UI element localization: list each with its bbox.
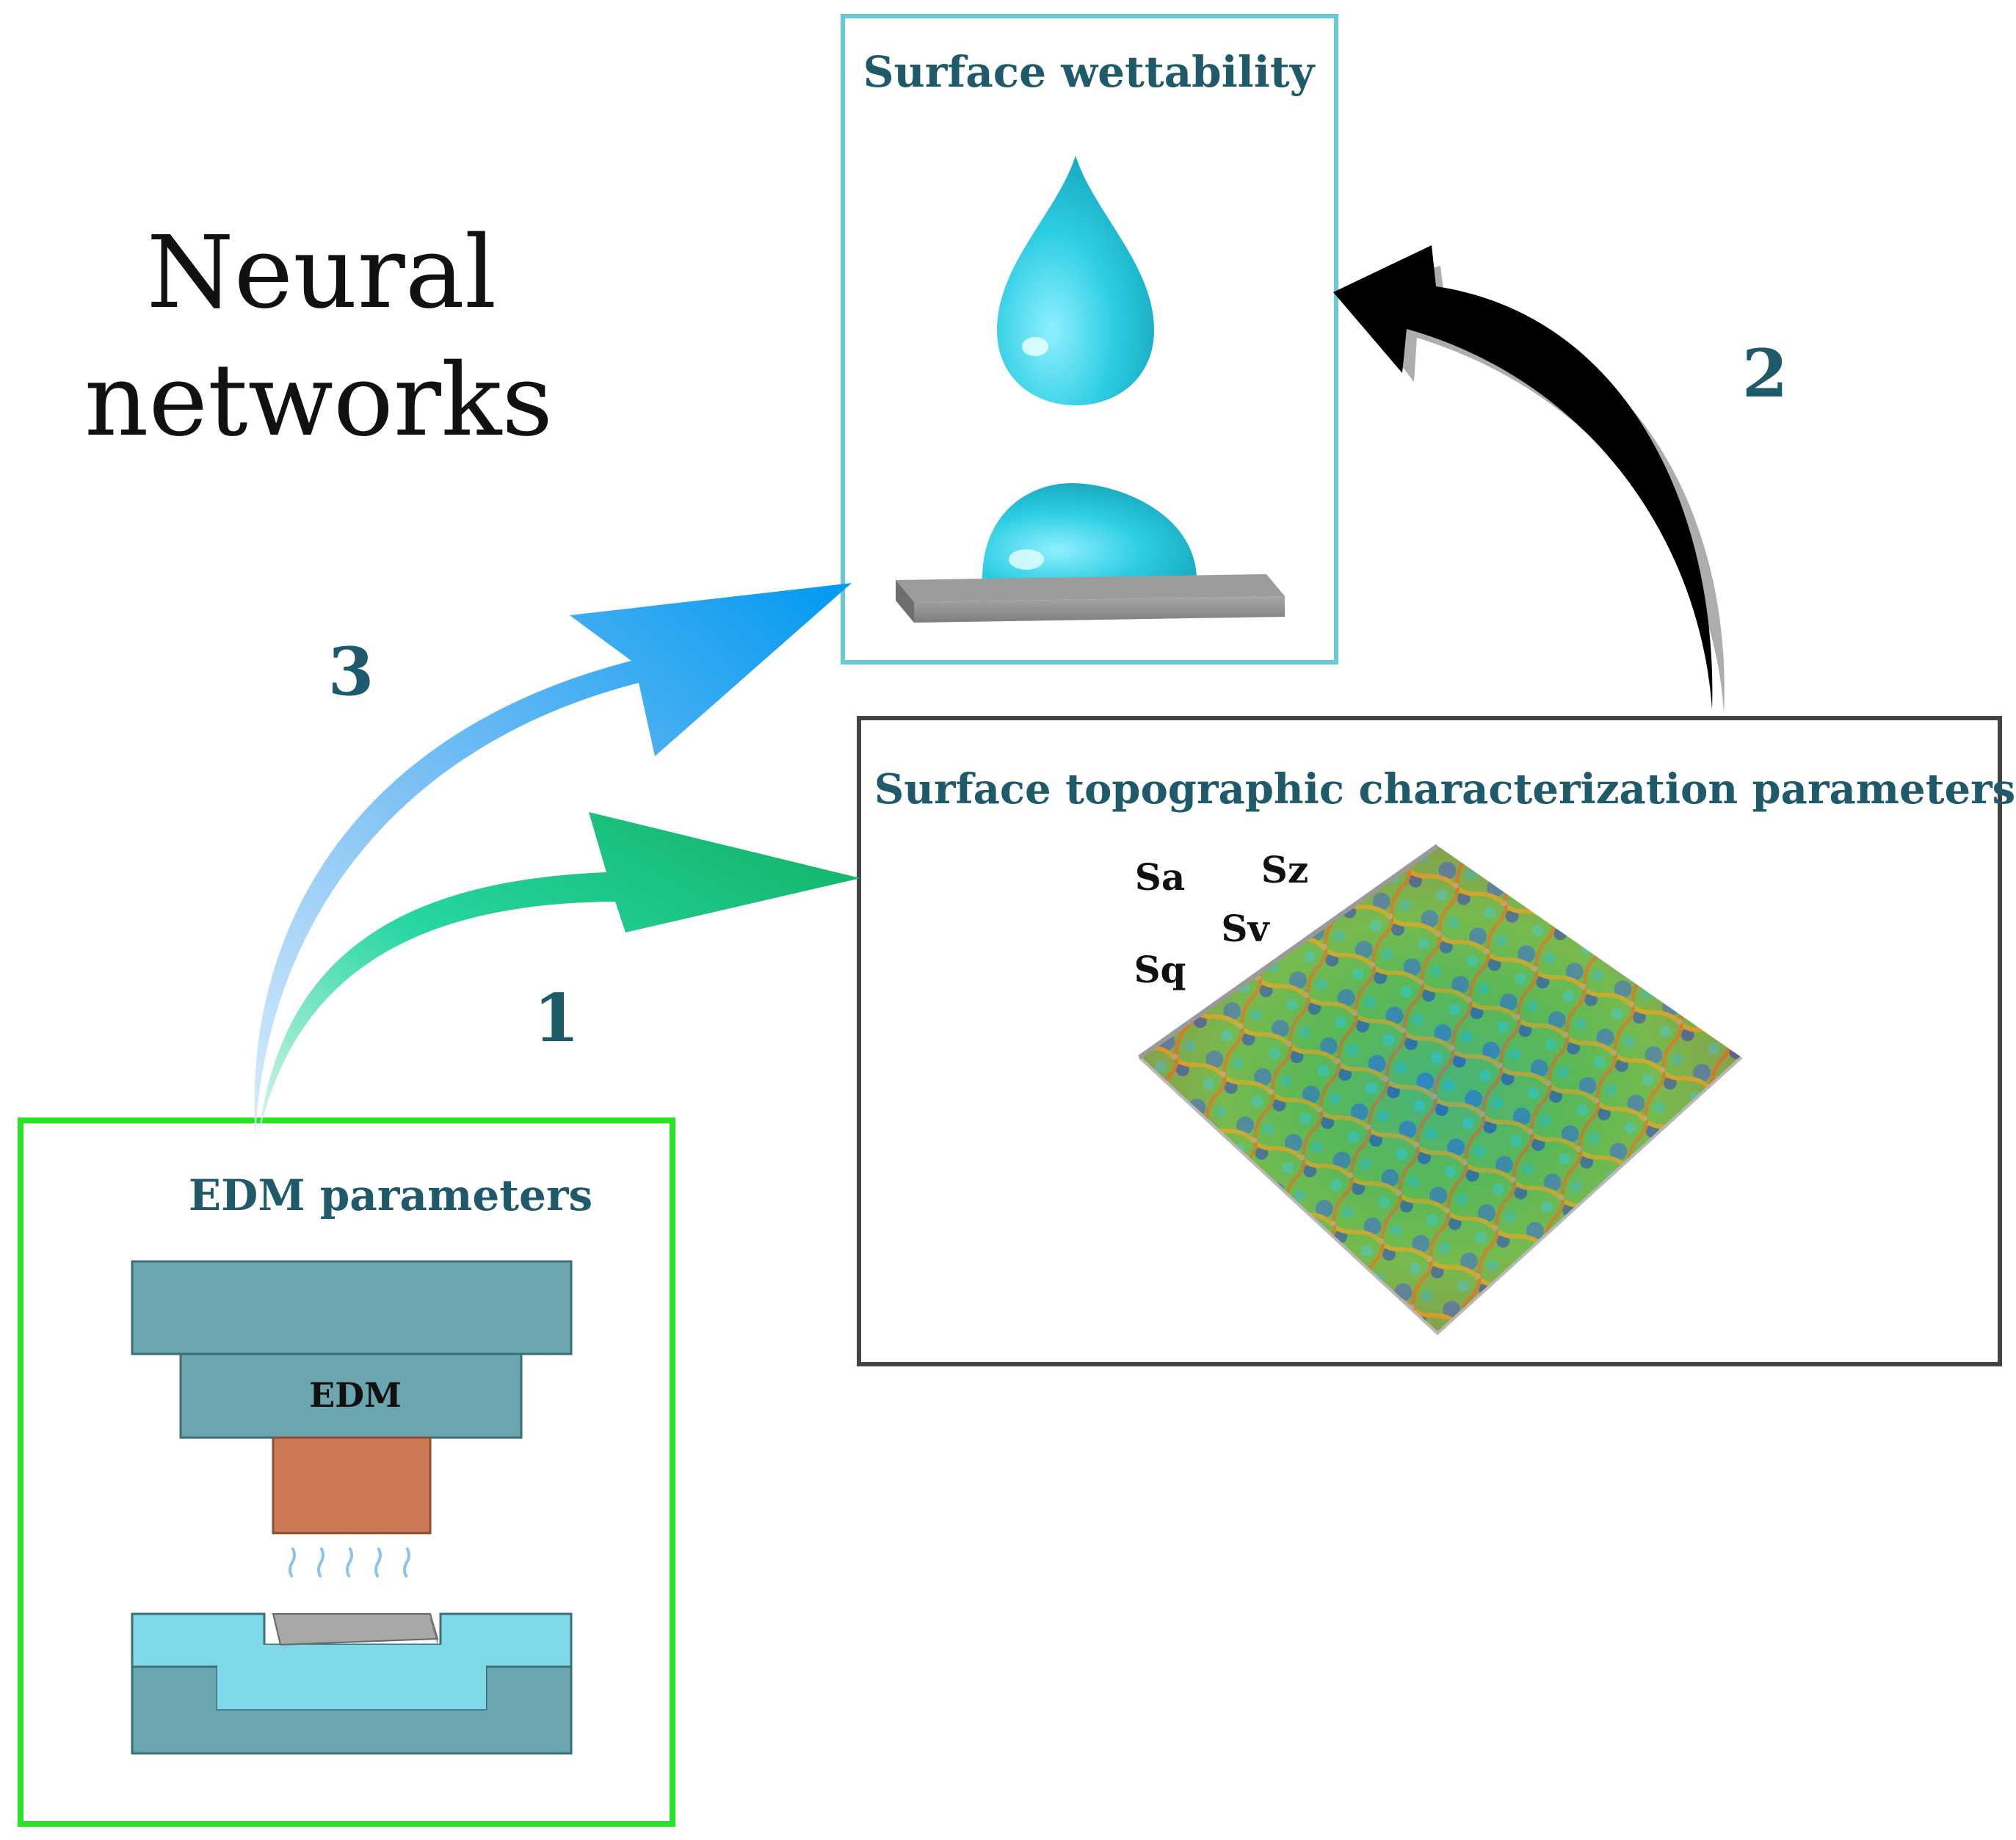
edm-machine-body [179,1352,523,1439]
arrow-2 [1333,245,1713,709]
param-sz: Sz [1261,848,1309,891]
substrate-plate-front [896,580,914,623]
surface-map-axis [1138,1056,1743,1336]
arrow-1 [258,812,860,1137]
edm-dielectric-pool [217,1645,486,1709]
sessile-droplet-highlight [1009,549,1044,570]
arrow-1-label: 1 [534,979,580,1057]
edm-machine-head [131,1260,573,1355]
edm-workpiece-side [430,1614,438,1645]
substrate-plate-top [896,574,1285,602]
substrate-plate-side [914,596,1285,623]
arrow-2-label: 2 [1742,335,1788,413]
surface-map-shading [1139,846,1741,1333]
param-sq: Sq [1134,948,1186,991]
edm-electrode [272,1436,432,1535]
wettability-title: Surface wettability [863,47,1316,97]
param-sa: Sa [1135,855,1186,899]
topography-title: Surface topographic characterization par… [874,765,2015,814]
main-title-line2: networks [84,343,553,459]
param-sv: Sv [1221,907,1270,950]
edm-title: EDM parameters [189,1170,592,1220]
edm-workpiece [272,1613,439,1646]
edm-machine-label: EDM [309,1375,402,1415]
arrow-3-label: 3 [328,633,374,711]
droplet-highlight [1022,337,1048,356]
spark-lines [289,1546,410,1579]
arrow-3 [254,583,852,1137]
surface-map-edge [1138,844,1439,1060]
main-title-line1: Neural [147,215,497,331]
